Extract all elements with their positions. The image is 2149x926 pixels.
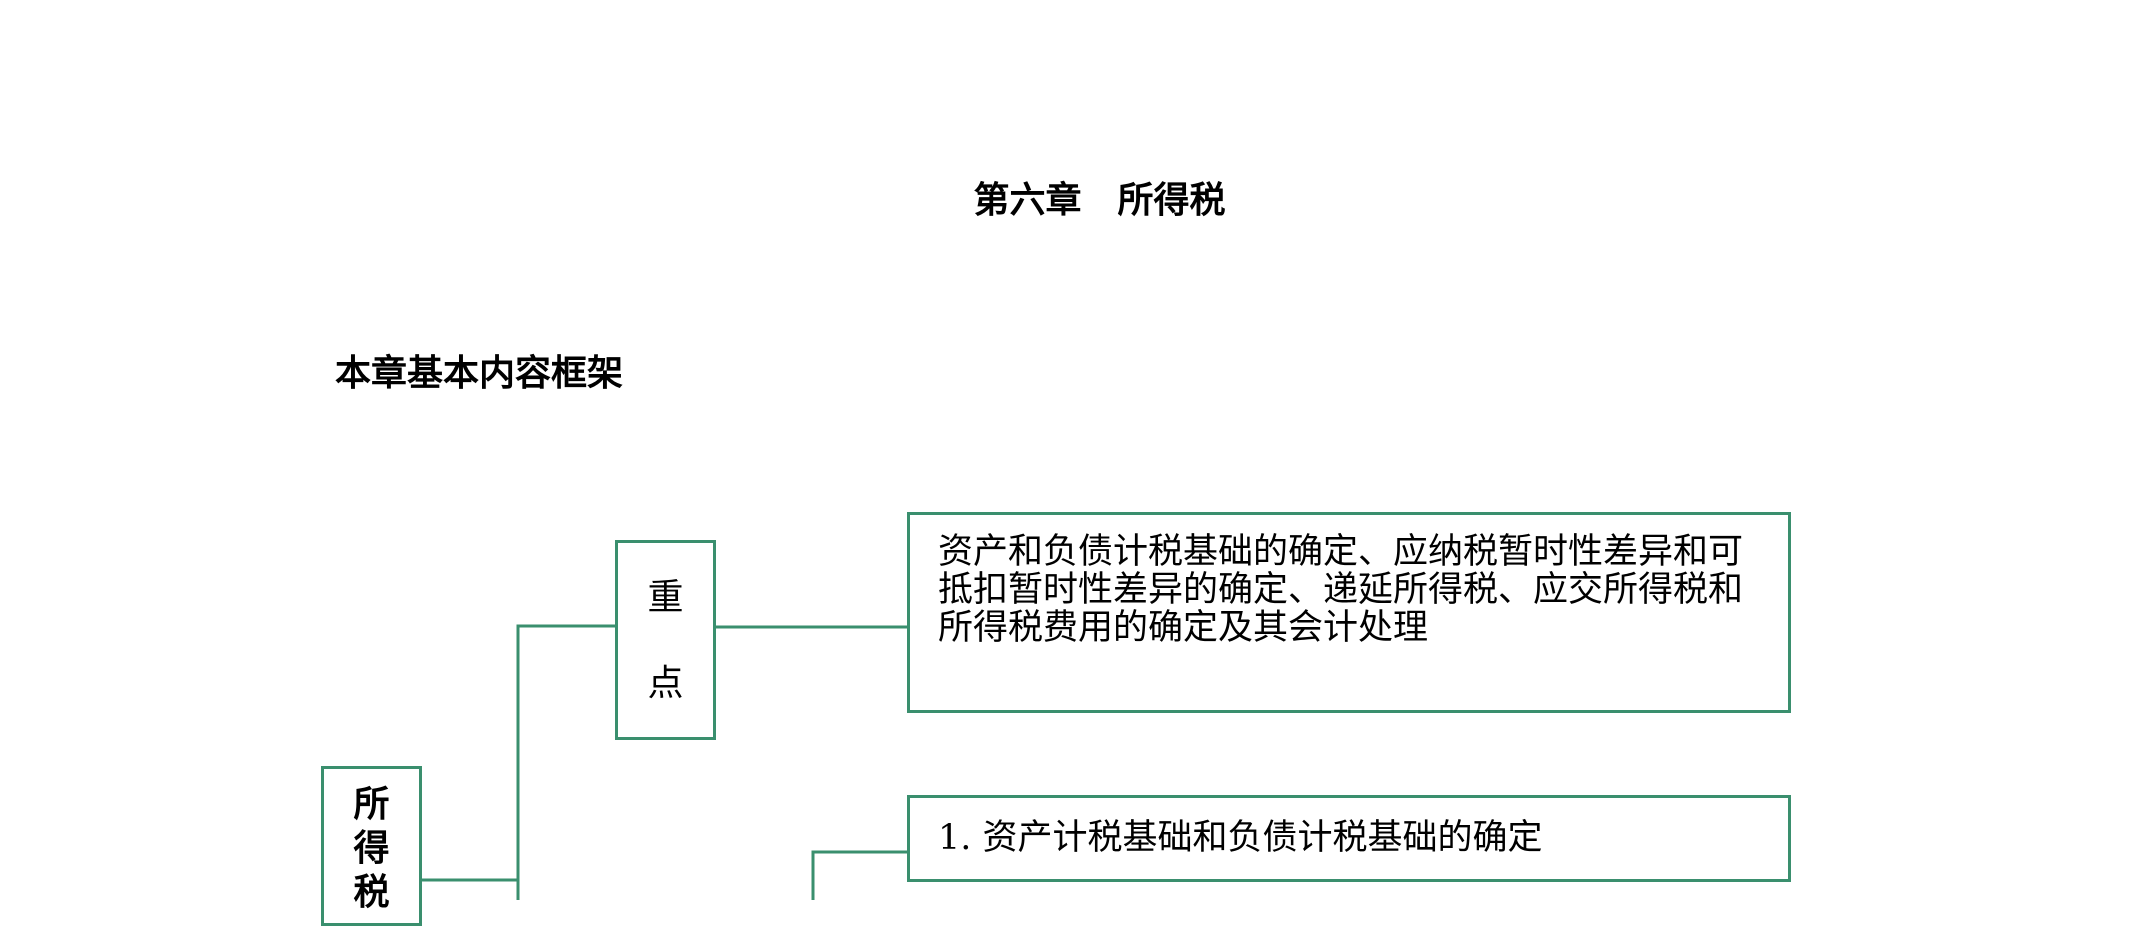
key-points-content-box: 资产和负债计税基础的确定、应纳税暂时性差异和可抵扣暂时性差异的确定、递延所得税、… <box>907 512 1791 713</box>
section-title: 本章基本内容框架 <box>335 352 624 394</box>
main-node-label: 所得税 <box>353 784 390 913</box>
connector-main-to-key <box>422 624 615 882</box>
item-text-1: 1. 资产计税基础和负债计税基础的确定 <box>938 818 1543 858</box>
key-node-label: 重点 <box>647 577 684 704</box>
framework-connectors <box>422 624 907 900</box>
connector-item-1 <box>811 850 907 900</box>
key-points-content: 资产和负债计税基础的确定、应纳税暂时性差异和可抵扣暂时性差异的确定、递延所得税、… <box>938 532 1744 648</box>
item-box-1: 1. 资产计税基础和负债计税基础的确定 <box>907 795 1791 882</box>
chapter-title: 第六章 所得税 <box>973 179 1226 221</box>
main-node-income-tax: 所得税 <box>321 766 422 926</box>
key-points-node: 重点 <box>615 540 716 740</box>
